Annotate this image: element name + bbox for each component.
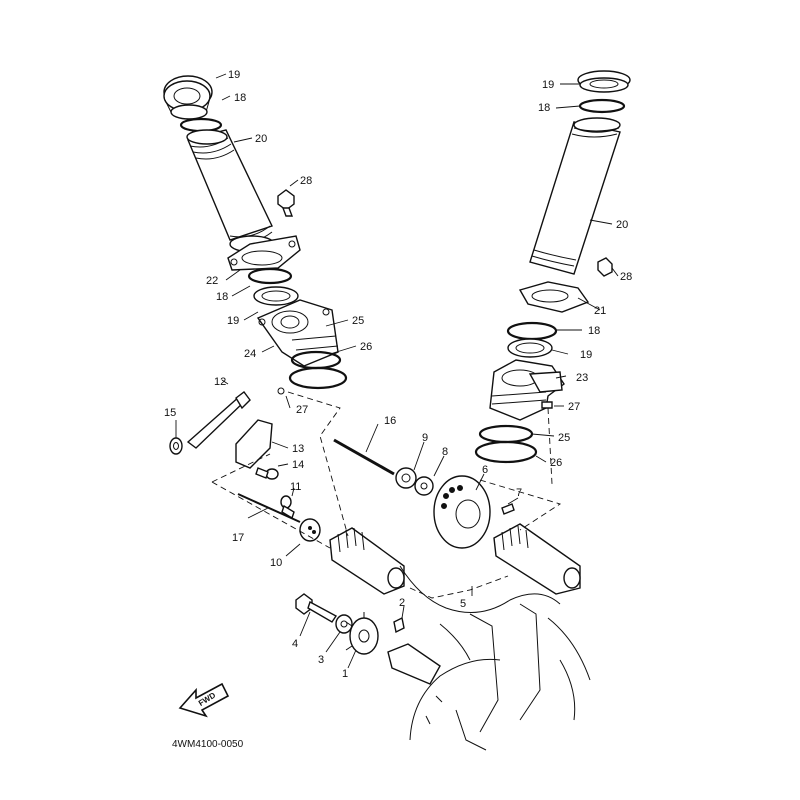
callout-19: 19	[227, 315, 239, 327]
left-gasket-plate	[227, 235, 301, 271]
nut-9	[395, 467, 417, 489]
left-oring-middle	[247, 267, 293, 285]
callout-18: 18	[234, 92, 246, 104]
callout-19: 19	[580, 349, 592, 361]
callout-7: 7	[516, 487, 522, 499]
right-oring-middle	[506, 321, 558, 341]
callout-24: 24	[244, 348, 256, 360]
callout-leaders	[175, 73, 619, 669]
left-housing	[256, 299, 339, 367]
callout-26: 26	[360, 341, 372, 353]
callout-14: 14	[292, 459, 304, 471]
callout-5: 5	[460, 598, 466, 610]
callout-18: 18	[588, 325, 600, 337]
left-bolt	[277, 189, 295, 217]
dashed-leaders	[211, 391, 562, 599]
part-code: 4WM4100-0050	[172, 739, 244, 750]
right-gasket-plate	[518, 281, 590, 313]
callout-6: 6	[482, 464, 488, 476]
callout-25: 25	[558, 432, 570, 444]
callout-22: 22	[206, 275, 218, 287]
left-tube-assembly	[163, 75, 348, 395]
callout-19: 19	[228, 69, 240, 81]
callout-2: 2	[399, 597, 405, 609]
screw-11	[280, 495, 295, 520]
left-tube-cap	[163, 75, 213, 120]
linkage-parts	[169, 391, 515, 549]
callout-26: 26	[550, 457, 562, 469]
callout-28: 28	[620, 271, 632, 283]
right-outer-tube	[529, 117, 621, 275]
plate-10	[299, 518, 321, 542]
callout-4: 4	[292, 638, 298, 650]
left-outer-tube	[186, 129, 275, 253]
rod-17	[237, 493, 301, 523]
callout-21: 21	[594, 305, 606, 317]
right-oring-25	[478, 424, 534, 444]
right-oring-26	[474, 440, 538, 464]
right-pin-27	[541, 401, 553, 409]
lever-12	[186, 395, 248, 449]
callout-28: 28	[300, 175, 312, 187]
left-pin-27	[277, 387, 285, 395]
callout-20: 20	[255, 133, 267, 145]
shaft-left	[329, 527, 405, 595]
washer-8	[414, 476, 434, 496]
callout-3: 3	[318, 654, 324, 666]
callout-16: 16	[384, 415, 396, 427]
left-seal-ring	[253, 286, 299, 306]
pin-7	[501, 503, 515, 515]
left-oring-26	[288, 366, 348, 390]
right-oring-upper	[578, 98, 626, 114]
plate-13	[235, 419, 273, 469]
callout-18: 18	[216, 291, 228, 303]
callout-12: 12	[214, 376, 226, 388]
callout-15: 15	[164, 407, 176, 419]
callout-10: 10	[270, 557, 282, 569]
callout-11: 11	[290, 481, 301, 493]
right-seal-ring	[507, 338, 553, 358]
callout-25: 25	[352, 315, 364, 327]
right-tube-cap	[577, 70, 631, 93]
washer-15	[169, 437, 183, 455]
callout-27: 27	[568, 401, 580, 413]
rod-16	[333, 438, 395, 476]
crank-gear-outline	[409, 658, 501, 741]
fwd-arrow-icon: FWD	[178, 682, 230, 718]
bolt-4	[295, 593, 338, 623]
callout-27: 27	[296, 404, 308, 416]
callout-8: 8	[442, 446, 448, 458]
lower-parts	[295, 593, 501, 741]
callout-19: 19	[542, 79, 554, 91]
right-housing	[489, 359, 565, 421]
disc-6	[433, 475, 491, 549]
washer-3	[335, 614, 353, 634]
callout-18: 18	[538, 102, 550, 114]
right-bolt	[597, 257, 613, 277]
key-2	[393, 616, 405, 634]
right-tube-assembly	[474, 70, 631, 464]
left-oring-upper	[179, 117, 223, 133]
callout-1: 1	[342, 668, 348, 680]
callout-20: 20	[616, 219, 628, 231]
callout-13: 13	[292, 443, 304, 455]
shaft-right	[493, 523, 581, 595]
gear-1	[345, 612, 379, 655]
engine-case-outline	[399, 565, 591, 751]
callout-23: 23	[576, 372, 588, 384]
callout-9: 9	[422, 432, 428, 444]
callout-17: 17	[232, 532, 244, 544]
callout-labels: 19 18 20 28 22 18 19 24 25 26 27 12 15 1…	[164, 69, 632, 680]
screw-14	[255, 467, 279, 480]
crank-stub	[387, 643, 441, 685]
